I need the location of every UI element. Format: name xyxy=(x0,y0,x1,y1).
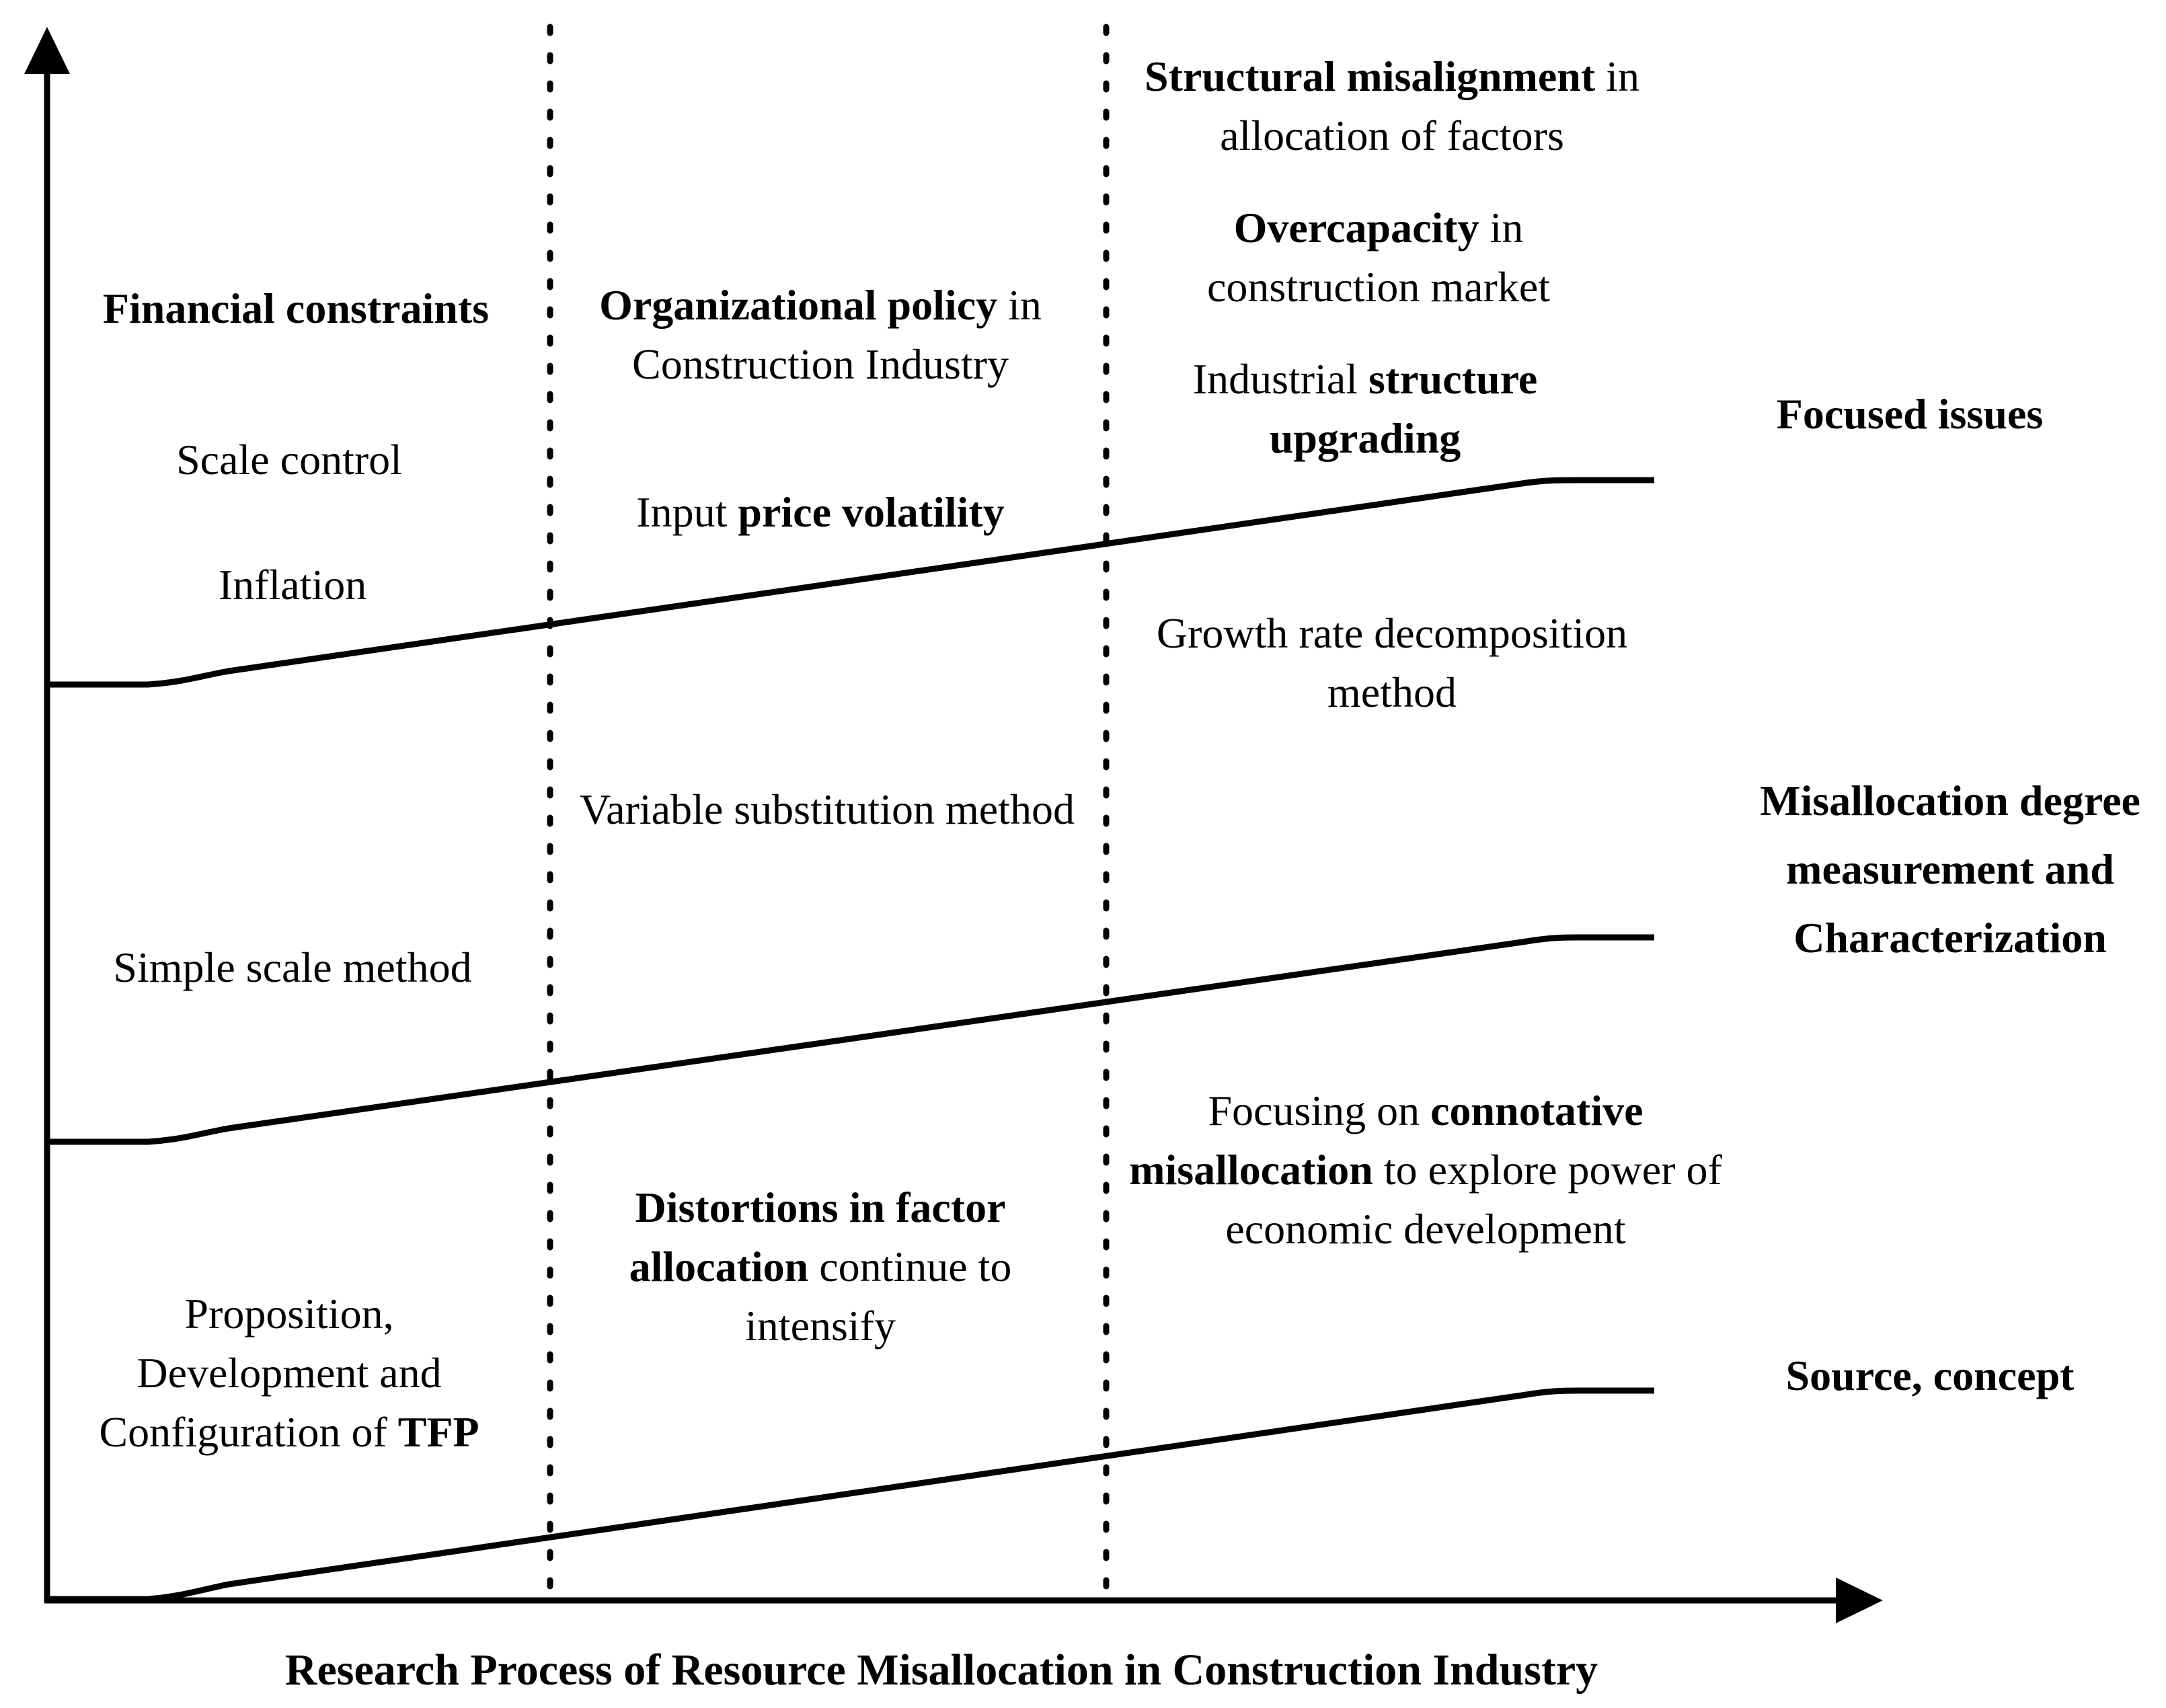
y-axis-arrowhead xyxy=(24,27,70,74)
label-scale-control: Scale control xyxy=(176,436,402,483)
label-connotative-misallocation: Focusing on connotative misallocation to… xyxy=(1129,1087,1722,1253)
label-overcapacity: Overcapacity in construction market xyxy=(1206,204,1551,311)
band-label-focused-issues: Focused issues xyxy=(1776,390,2044,438)
label-tfp-line2: Development and xyxy=(137,1349,442,1397)
label-industrial-structure-upgrading: Industrial structure upgrading xyxy=(1192,355,1538,462)
label-tfp: Proposition, Development and Configurati… xyxy=(61,1284,518,1462)
label-growth-rate-decomposition: Growth rate decomposition method xyxy=(1156,609,1628,716)
x-axis-arrowhead xyxy=(1836,1578,1883,1623)
label-organizational-policy: Organizational policy in Construction In… xyxy=(599,281,1042,388)
label-input-price-volatility: Input price volatility xyxy=(636,488,1005,536)
boundary-curve-focused-issues xyxy=(44,477,1654,688)
label-tfp-line3: Configuration of TFP xyxy=(99,1408,479,1456)
boundary-curve-measurement xyxy=(44,934,1654,1145)
label-variable-substitution-method: Variable substitution method xyxy=(580,785,1075,833)
label-tfp-line1: Proposition, xyxy=(184,1290,394,1337)
label-inflation: Inflation xyxy=(218,561,367,609)
boundary-curve-source xyxy=(44,1387,1654,1602)
label-distortions-factor-allocation: Distortions in factor allocation continu… xyxy=(629,1183,1012,1350)
x-axis-title: Research Process of Resource Misallocati… xyxy=(284,1645,1598,1695)
label-simple-scale-method: Simple scale method xyxy=(113,943,472,991)
band-label-source-concept: Source, concept xyxy=(1785,1352,2075,1399)
label-structural-misalignment: Structural misalignment in allocation of… xyxy=(1145,52,1639,159)
band-label-measurement: Misallocation degree measurement and Cha… xyxy=(1760,777,2140,962)
label-financial-constraints: Financial constraints xyxy=(102,284,490,332)
